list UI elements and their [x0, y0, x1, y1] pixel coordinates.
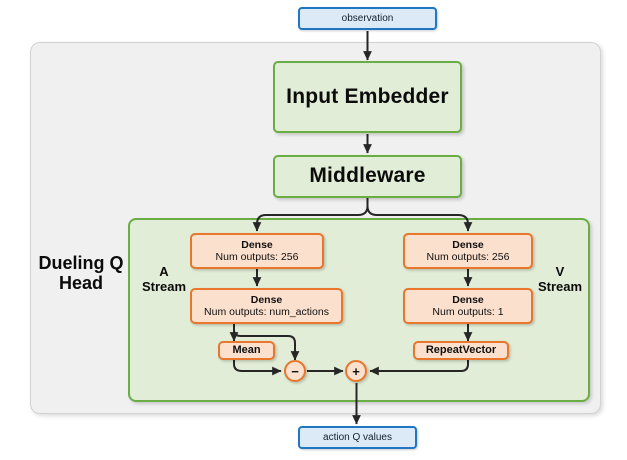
add-operator-node[interactable]: +: [345, 360, 367, 382]
dueling-q-head-title: Dueling Q Head: [34, 253, 128, 293]
v-stream-dense-1-title: Dense: [452, 293, 484, 306]
v-stream-dense-1-outputs: Num outputs: 1: [432, 306, 504, 318]
v-stream-dense-256-node[interactable]: Dense Num outputs: 256: [403, 233, 533, 269]
a-stream-mean-node[interactable]: Mean: [218, 341, 275, 360]
action-q-values-label: action Q values: [323, 431, 392, 443]
observation-node[interactable]: observation: [298, 7, 437, 30]
action-q-values-node[interactable]: action Q values: [298, 426, 417, 449]
a-stream-dense-256-node[interactable]: Dense Num outputs: 256: [190, 233, 324, 269]
middleware-label: Middleware: [309, 164, 426, 188]
input-embedder-node[interactable]: Input Embedder: [273, 61, 462, 133]
subtract-operator-symbol: −: [291, 363, 299, 379]
middleware-node[interactable]: Middleware: [273, 155, 462, 198]
v-stream-dense-1-node[interactable]: Dense Num outputs: 1: [403, 288, 533, 324]
a-stream-dense-256-title: Dense: [241, 238, 273, 251]
observation-label: observation: [341, 12, 394, 24]
subtract-operator-node[interactable]: −: [284, 360, 306, 382]
dueling-q-head-title-line2: Head: [58, 273, 103, 294]
a-stream-dense-256-outputs: Num outputs: 256: [215, 251, 299, 263]
v-stream-dense-256-outputs: Num outputs: 256: [426, 251, 510, 263]
v-stream-dense-256-title: Dense: [452, 238, 484, 251]
a-stream-dense-num-actions-outputs: Num outputs: num_actions: [204, 306, 329, 318]
a-stream-dense-num-actions-title: Dense: [250, 293, 283, 306]
input-embedder-label: Input Embedder: [286, 84, 449, 108]
a-stream-dense-num-actions-node[interactable]: Dense Num outputs: num_actions: [190, 288, 343, 324]
a-stream-label: A Stream: [136, 264, 192, 294]
v-stream-label-line1: V: [555, 264, 565, 279]
dueling-q-head-title-line1: Dueling Q: [38, 253, 124, 273]
v-stream-label: V Stream: [532, 264, 588, 294]
v-stream-repeatvector-node[interactable]: RepeatVector: [413, 341, 509, 360]
add-operator-symbol: +: [352, 363, 360, 379]
a-stream-label-line2: Stream: [141, 278, 187, 294]
v-stream-label-line2: Stream: [537, 278, 583, 294]
v-stream-repeatvector-label: RepeatVector: [425, 344, 497, 357]
a-stream-mean-label: Mean: [232, 344, 261, 357]
a-stream-label-line1: A: [159, 264, 169, 279]
